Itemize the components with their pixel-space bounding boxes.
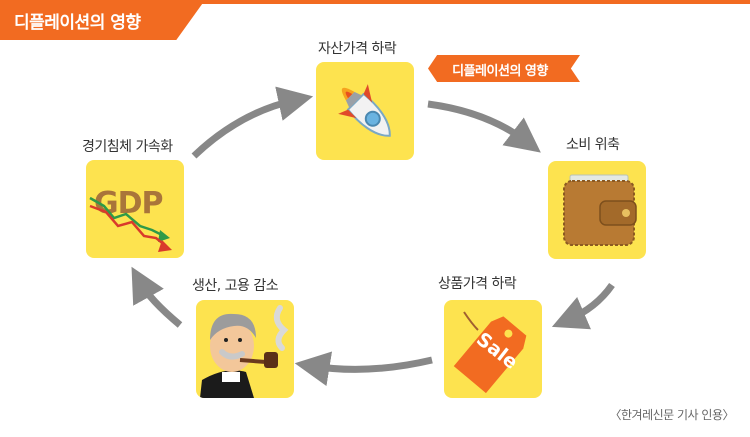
stage-label-consumption: 소비 위축 bbox=[566, 137, 620, 153]
stage-box-asset bbox=[316, 62, 414, 160]
rocket-falling-icon bbox=[338, 84, 391, 137]
gdp-decline-icon bbox=[89, 196, 172, 252]
arrow-asset-to-consumption bbox=[427, 100, 541, 153]
title-tab: 디플레이션의 영향 bbox=[0, 0, 205, 40]
stage-box-consumption bbox=[548, 161, 646, 259]
arrow-production-to-recession bbox=[131, 266, 183, 328]
arrow-goods-to-production bbox=[294, 351, 433, 387]
sale-tag-icon bbox=[453, 311, 527, 394]
cycle-badge: 디플레이션의 영향 bbox=[428, 55, 580, 82]
cycle-badge-label: 디플레이션의 영향 bbox=[452, 64, 548, 79]
stage-box-recession: GDP bbox=[86, 160, 184, 258]
arrow-consumption-to-goods bbox=[551, 282, 615, 330]
source-note: 〈한겨레신문 기사 인용〉 bbox=[609, 408, 735, 422]
header-line bbox=[0, 0, 750, 4]
arrow-recession-to-asset bbox=[191, 86, 314, 159]
wallet-icon bbox=[563, 174, 637, 246]
stage-label-production: 생산, 고용 감소 bbox=[192, 278, 279, 294]
stage-box-goods: Sale bbox=[444, 300, 542, 398]
page-title: 디플레이션의 영향 bbox=[14, 13, 141, 33]
stage-box-production bbox=[196, 300, 294, 398]
stage-label-recession: 경기침체 가속화 bbox=[82, 139, 173, 155]
old-man-pipe-icon bbox=[200, 305, 289, 398]
stage-label-goods: 상품가격 하락 bbox=[438, 276, 517, 292]
stage-label-asset: 자산가격 하락 bbox=[318, 41, 397, 57]
